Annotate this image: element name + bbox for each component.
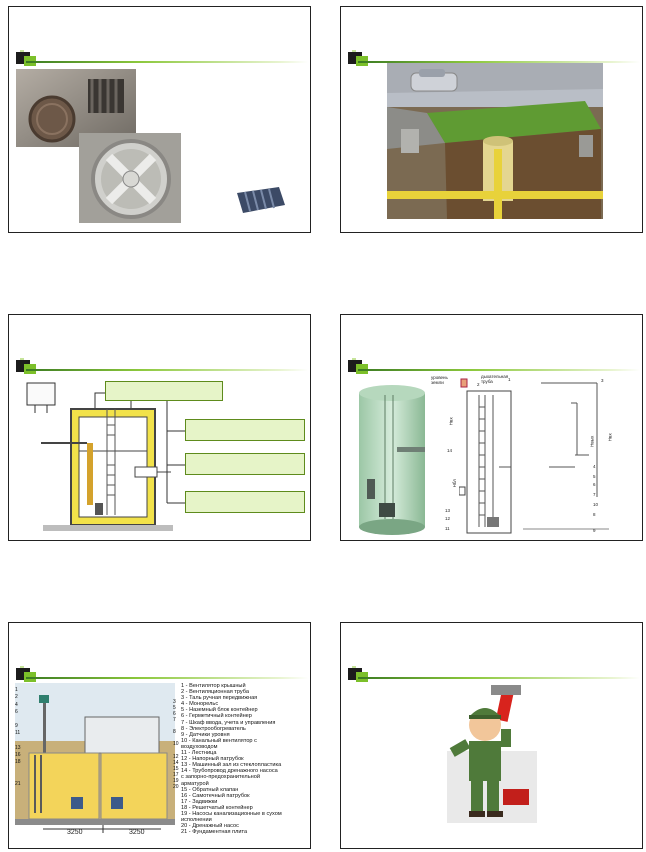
label-n5: 5 (593, 474, 596, 479)
label-n14: 14 (447, 448, 453, 453)
mid-number: 3 (173, 699, 176, 705)
label-n7: 7 (593, 492, 596, 497)
label-n2: 2 (477, 382, 480, 387)
left-number: 4 (15, 701, 18, 708)
left-number: 21 (15, 780, 21, 787)
callout-box-2 (185, 453, 305, 475)
manhole-photo (16, 69, 136, 147)
legend-item: 5 - Наземный блок контейнер (181, 707, 258, 714)
grate-icon (237, 187, 285, 213)
slide-3 (8, 314, 311, 541)
mid-number: 6 (173, 711, 176, 718)
label-hvx-right: Hвх (607, 433, 613, 442)
slide-accent-bar (348, 666, 640, 682)
label-hvyh: Hвых (589, 435, 595, 447)
callout-box-top (105, 381, 223, 401)
legend-item: 17 - Задвижки (181, 798, 218, 805)
pump-station-illustration (387, 63, 603, 219)
slide-accent-bar (16, 358, 308, 374)
label-hvx: Hвх (448, 417, 454, 426)
station-schematic (26, 382, 173, 531)
label-breather-pipe: дыхательная труба (481, 374, 509, 384)
callout-connectors (166, 401, 185, 504)
mid-number: 15 (173, 765, 179, 772)
legend-item: 12 - Напорный патрубок (181, 756, 244, 763)
legend-item: воздуховодом (181, 743, 218, 750)
left-number: 11 (15, 730, 21, 737)
label-n4: 4 (593, 464, 596, 469)
mid-number: 19 (173, 777, 179, 784)
fiberglass-tank-render (359, 385, 425, 535)
left-number-column: 1 2 4 6 9 11 13 16 18 21 (15, 687, 21, 788)
mid-number: 12 (173, 753, 179, 760)
left-number: 13 (15, 744, 21, 751)
legend-item: 18 - Решетчатый контейнер (181, 804, 253, 811)
left-number: 1 (15, 687, 18, 693)
legend-item: 19 - Насосы канализационные в сухом (181, 810, 282, 817)
left-number: 2 (15, 694, 18, 701)
left-number: 16 (15, 752, 21, 759)
label-n10: 10 (593, 502, 599, 507)
plumber-cartoon (447, 685, 537, 823)
legend-item: 9 - Датчики уровня (181, 731, 230, 738)
mid-number: 5 (173, 705, 176, 712)
mid-number: 7 (173, 717, 176, 724)
legend-item: 20 - Дренажный насос (181, 823, 239, 830)
left-number: 9 (15, 723, 18, 730)
label-n11: 11 (445, 526, 450, 531)
cross-manhole-photo (79, 133, 181, 223)
label-n6: 6 (593, 482, 596, 487)
label-n1: 1 (508, 377, 511, 382)
slide-accent-bar (348, 50, 640, 66)
callout-box-3 (185, 491, 305, 513)
left-number: 18 (15, 759, 21, 766)
component-legend: 1 - Вентилятор крышный 2 - Вентиляционна… (181, 683, 305, 835)
legend-item: 10 - Канальный вентилятор с (181, 737, 257, 744)
mid-number: 14 (173, 759, 179, 766)
legend-item: 16 - Самотечный патрубок (181, 792, 250, 799)
slide-1 (8, 6, 311, 233)
mid-number-column: 3 5 6 7 8 10 12 14 15 17 19 20 (173, 687, 179, 790)
mid-number: 20 (173, 784, 179, 791)
legend-item: исполнении (181, 817, 212, 824)
mid-number: 8 (173, 729, 176, 736)
dim-right: 3250 (129, 829, 145, 836)
label-n8: 8 (593, 512, 596, 517)
legend-item: 2 - Вентиляционная труба (181, 689, 249, 696)
label-n3: 3 (601, 378, 604, 383)
station-cross-section (15, 683, 175, 845)
legend-item: 14 - Трубопровод дренажного насоса (181, 768, 278, 775)
right-breather-pipe (523, 382, 609, 530)
slide-2 (340, 6, 643, 233)
label-n12: 12 (445, 516, 451, 521)
label-n13: 13 (445, 508, 451, 513)
slide-6 (340, 622, 643, 849)
legend-item: с запорно-предохранительной (181, 774, 260, 781)
tank-diagram (459, 378, 512, 534)
mid-number: 10 (173, 741, 179, 748)
legend-item: 7 - Шкаф ввода, учета и управления (181, 719, 276, 726)
legend-item: 21 - Фундаментная плита (181, 829, 248, 836)
label-hbl: Hбл (451, 479, 457, 488)
legend-item: 6 - Герметичный контейнер (181, 713, 252, 720)
legend-item: 1 - Вентилятор крышный (181, 683, 246, 689)
legend-item: 13 - Машинный зал из стеклопластика (181, 762, 282, 769)
slide-4: уровень земли дыхательная труба 1 2 3 14… (340, 314, 643, 541)
slide-accent-bar (348, 358, 640, 374)
legend-item: арматурой (181, 780, 209, 787)
mid-number: 17 (173, 771, 179, 778)
legend-item: 8 - Электрообогреватель (181, 725, 246, 732)
label-n9: 9 (593, 528, 596, 533)
slide-5: 3250 3250 1 2 4 6 9 11 13 16 18 21 3 5 6… (8, 622, 311, 849)
label-ground-level: уровень земли (431, 375, 448, 385)
callout-box-1 (185, 419, 305, 441)
legend-item: 11 - Лестница (181, 750, 217, 757)
slide-accent-bar (16, 666, 308, 682)
legend-item: 15 - Обратный клапан (181, 786, 239, 793)
legend-item: 3 - Таль ручная передвижная (181, 695, 258, 702)
slide-accent-bar (16, 50, 308, 66)
dim-left: 3250 (67, 829, 83, 836)
left-number: 6 (15, 708, 18, 715)
legend-item: 4 - Монорельс (181, 701, 219, 708)
